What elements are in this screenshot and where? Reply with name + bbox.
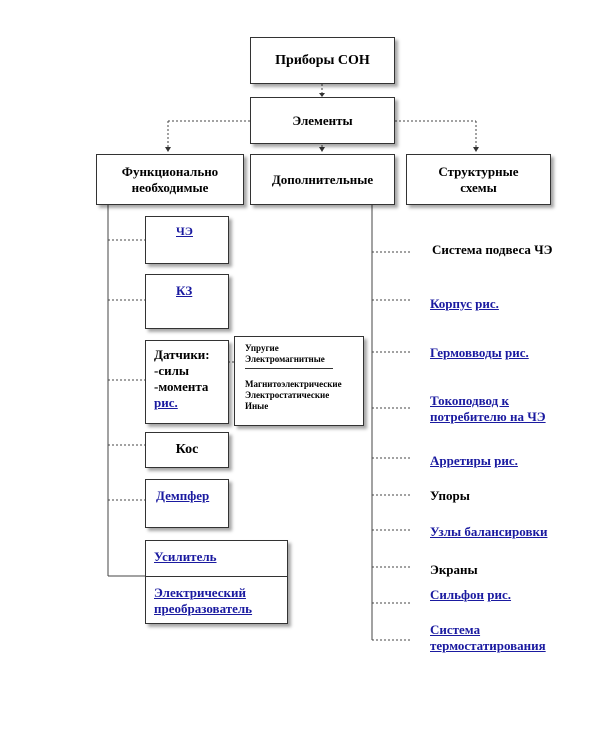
top-node: Приборы СОН — [250, 37, 395, 84]
converter-link[interactable]: Электрический преобразователь — [154, 585, 253, 616]
sensors-line2: -силы — [154, 363, 190, 378]
sensor-type-elastic: Упругие — [245, 343, 279, 353]
additional-node: Дополнительные — [250, 154, 395, 205]
kos-label: Кос — [175, 442, 199, 457]
sensors-box: Датчики: -силы -момента рис. — [145, 340, 229, 424]
bellows-link[interactable]: Сильфон — [430, 587, 485, 602]
additional-node-label: Дополнительные — [271, 171, 374, 187]
arret-fig-link[interactable]: рис. — [494, 453, 518, 468]
screens-item: Экраны — [430, 562, 478, 577]
functional-node-label: Функционально необходимые — [121, 163, 219, 195]
elements-node: Элементы — [250, 97, 395, 144]
sensor-type-other: Иные — [245, 401, 269, 411]
stops-item: Упоры — [430, 488, 470, 503]
fuel-link[interactable]: Токоподвод к потребителю на ЧЭ — [430, 393, 546, 424]
arret-item: Арретиры рис. — [430, 453, 518, 469]
kos-box: Кос — [145, 432, 229, 468]
structural-node-label: Структурные схемы — [438, 163, 519, 195]
damper-link[interactable]: Демпфер — [156, 488, 210, 503]
hermo-link[interactable]: Гермовводы — [430, 345, 502, 360]
amplifier-converter-box: Усилитель Электрический преобразователь — [145, 540, 288, 624]
body-item: Корпус рис. — [430, 296, 499, 312]
kz-box[interactable]: КЗ — [145, 274, 229, 329]
sensor-type-magnetoelectric: Магнитоэлектрические — [245, 379, 342, 389]
elements-node-label: Элементы — [292, 112, 353, 128]
sensor-types-box: Упругие Электромагнитные Магнитоэлектрич… — [234, 336, 364, 426]
kz-link[interactable]: КЗ — [176, 283, 193, 298]
sensor-types-divider — [245, 368, 333, 369]
che-box[interactable]: ЧЭ — [145, 216, 229, 264]
divider — [146, 576, 287, 577]
sensors-line3: -момента — [154, 379, 209, 394]
balancing-link[interactable]: Узлы балансировки — [430, 524, 548, 539]
hermo-item: Гермовводы рис. — [430, 345, 529, 361]
sensors-fig-link[interactable]: рис. — [154, 395, 178, 410]
thermo-link[interactable]: Система термостатирования — [430, 622, 546, 653]
damper-box[interactable]: Демпфер — [145, 479, 229, 528]
top-node-label: Приборы СОН — [275, 52, 370, 68]
sensors-line1: Датчики: — [154, 347, 210, 362]
arret-link[interactable]: Арретиры — [430, 453, 491, 468]
bellows-item: Сильфон рис. — [430, 587, 511, 603]
che-link[interactable]: ЧЭ — [176, 224, 193, 238]
sensor-type-electromagnetic: Электромагнитные — [245, 354, 325, 364]
bellows-fig-link[interactable]: рис. — [487, 587, 512, 602]
body-fig-link[interactable]: рис. — [475, 296, 499, 311]
amplifier-link[interactable]: Усилитель — [154, 549, 217, 564]
functional-node: Функционально необходимые — [96, 154, 244, 205]
sensor-type-electrostatic: Электростатические — [245, 390, 330, 400]
structural-node: Структурные схемы — [406, 154, 551, 205]
hermo-fig-link[interactable]: рис. — [505, 345, 529, 360]
suspension-system: Система подвеса ЧЭ — [432, 242, 553, 257]
body-link[interactable]: Корпус — [430, 296, 472, 311]
